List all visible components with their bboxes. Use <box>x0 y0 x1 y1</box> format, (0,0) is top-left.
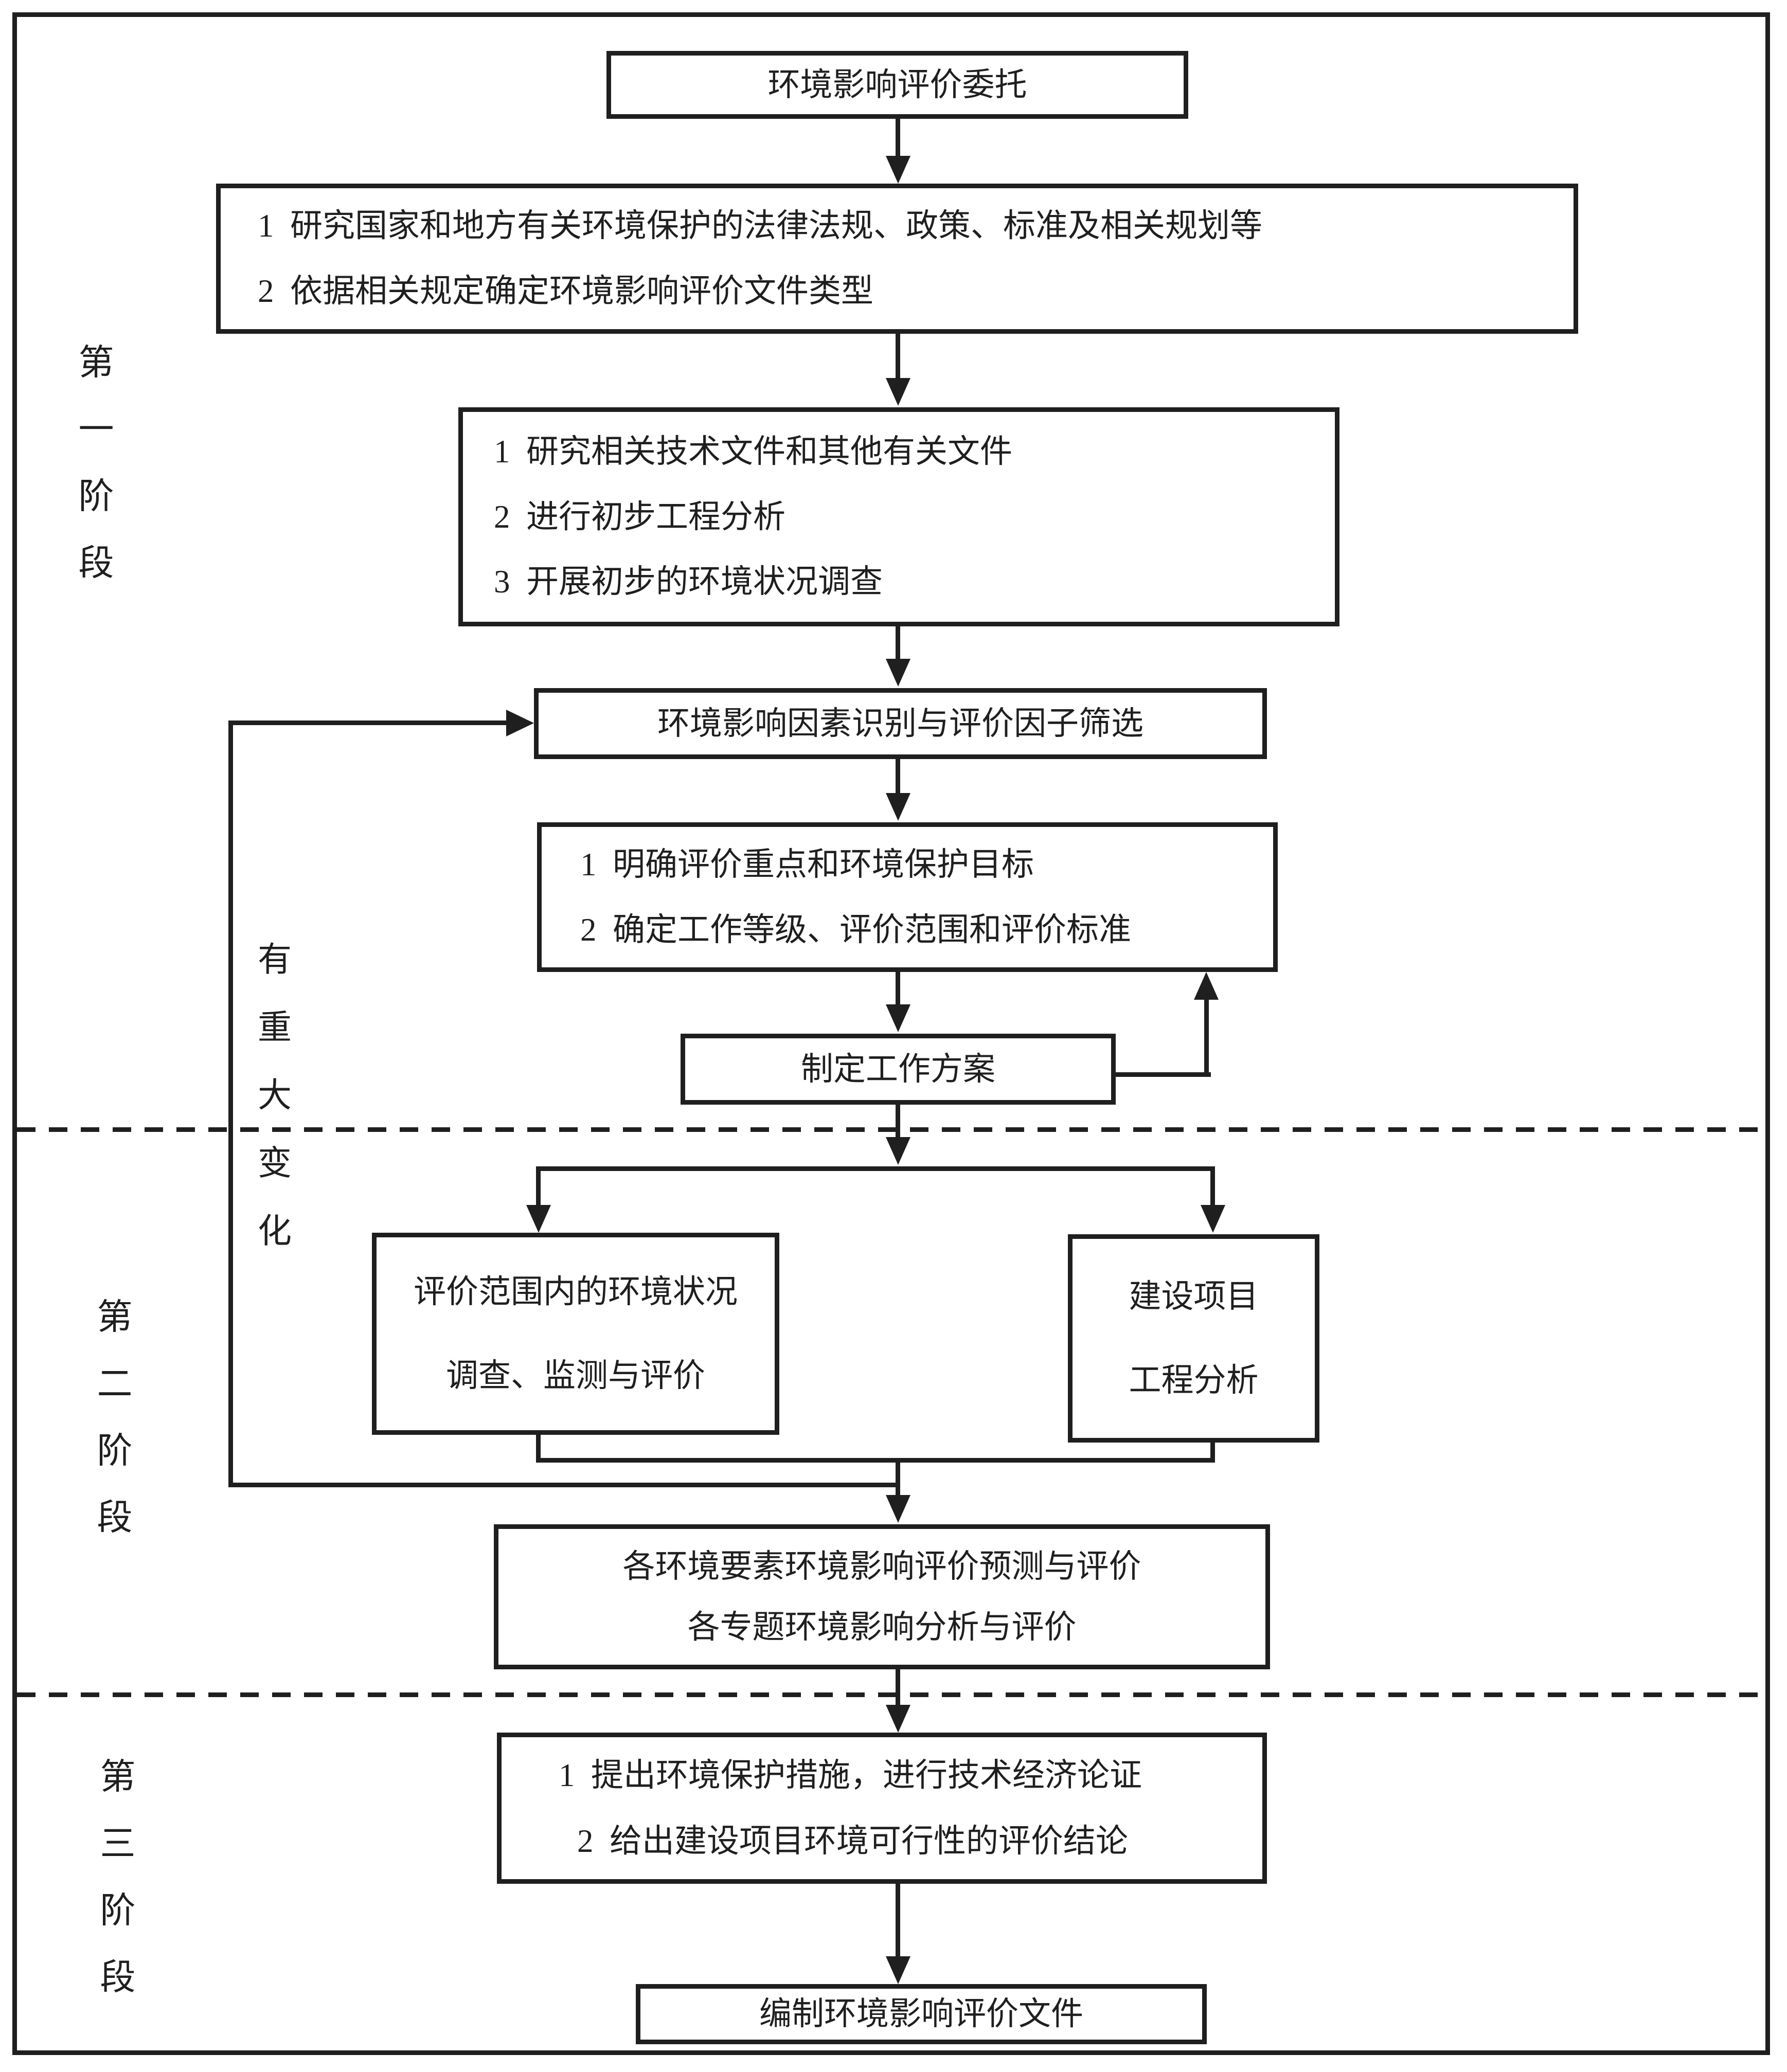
box-measures: 1 提出环境保护措施，进行技术经济论证 2 给出建设项目环境可行性的评价结论 <box>497 1733 1267 1884</box>
arrow-laws-to-research <box>896 334 900 378</box>
stage-label-2-char: 二 <box>97 1364 133 1403</box>
stage-label-3: 第 三 阶 段 <box>90 1740 146 2007</box>
arrowhead-feedback-to-screening <box>506 710 534 736</box>
arrow-split-to-survey <box>536 1166 541 1205</box>
stage-label-2-char: 第 <box>97 1298 133 1337</box>
feedback-label-char: 大 <box>258 1077 292 1114</box>
line-survey-down <box>536 1435 541 1458</box>
arrowhead-commission-to-laws <box>886 156 910 184</box>
box-predict: 各环境要素环境影响评价预测与评价 各专题环境影响分析与评价 <box>494 1524 1270 1669</box>
feedback-loop-label: 有 重 大 变 化 <box>247 923 302 1262</box>
arrow-focus-to-plan <box>896 972 900 1004</box>
box-research-line: 2 进行初步工程分析 <box>494 498 785 535</box>
box-survey-line: 评价范围内的环境状况 <box>414 1273 738 1310</box>
arrowhead-screening-to-focus <box>886 793 910 821</box>
stage-label-1-char: 一 <box>78 410 114 449</box>
arrow-commission-to-laws <box>896 119 900 156</box>
arrowhead-merge-to-predict <box>886 1495 910 1523</box>
stage-label-1-char: 段 <box>78 544 114 583</box>
feedback-label-char: 化 <box>258 1213 292 1250</box>
box-laws-line: 2 依据相关规定确定环境影响评价文件类型 <box>258 273 873 310</box>
merge-bar <box>536 1458 1215 1463</box>
box-screening-text: 环境影响因素识别与评价因子筛选 <box>657 705 1143 742</box>
line-project-down <box>1210 1443 1215 1458</box>
feedback-label-char: 变 <box>258 1145 292 1182</box>
box-screening: 环境影响因素识别与评价因子筛选 <box>534 688 1267 759</box>
box-focus: 1 明确评价重点和环境保护目标 2 确定工作等级、评价范围和评价标准 <box>537 822 1278 972</box>
arrowhead-measures-to-compile <box>886 1956 910 1984</box>
box-measures-line: 1 提出环境保护措施，进行技术经济论证 <box>559 1757 1142 1793</box>
feedback-vertical-line <box>228 720 233 1487</box>
box-project: 建设项目 工程分析 <box>1068 1234 1319 1443</box>
box-research-line: 3 开展初步的环境状况调查 <box>494 564 883 600</box>
stage-label-3-char: 阶 <box>100 1891 136 1930</box>
box-survey: 评价范围内的环境状况 调查、监测与评价 <box>372 1233 779 1435</box>
arrow-screening-to-focus <box>896 759 900 793</box>
box-focus-line: 1 明确评价重点和环境保护目标 <box>580 846 1034 883</box>
stage-label-3-char: 第 <box>100 1757 136 1796</box>
box-measures-line: 2 给出建设项目环境可行性的评价结论 <box>577 1823 1128 1859</box>
stage-label-2: 第 二 阶 段 <box>86 1280 143 1547</box>
box-commission-text: 环境影响评价委托 <box>767 66 1027 103</box>
arrow-research-to-screening <box>896 626 900 659</box>
box-plan: 制定工作方案 <box>681 1034 1116 1105</box>
box-predict-line: 各环境要素环境影响评价预测与评价 <box>622 1548 1141 1584</box>
feedback-label-char: 有 <box>258 941 292 979</box>
arrowhead-predict-to-measures <box>886 1705 910 1733</box>
split-bar <box>536 1166 1215 1171</box>
arrowhead-laws-to-research <box>886 378 910 406</box>
arrowhead-split-to-project <box>1201 1205 1225 1233</box>
arrow-measures-to-compile <box>896 1884 900 1956</box>
box-research-line: 1 研究相关技术文件和其他有关文件 <box>494 434 1012 470</box>
stage-divider-2 <box>17 1692 1770 1697</box>
box-focus-line: 2 确定工作等级、评价范围和评价标准 <box>580 911 1131 948</box>
feedback-label-char: 重 <box>258 1009 292 1047</box>
arrowhead-research-to-screening <box>886 659 910 687</box>
arrowhead-split-to-survey <box>526 1205 551 1233</box>
box-plan-text: 制定工作方案 <box>801 1051 995 1087</box>
box-laws-line: 1 研究国家和地方有关环境保护的法律法规、政策、标准及相关规划等 <box>258 208 1262 244</box>
stage-label-3-char: 段 <box>100 1958 136 1997</box>
stage-label-3-char: 三 <box>100 1824 136 1863</box>
arrow-plan-to-split <box>896 1105 900 1137</box>
box-project-line: 建设项目 <box>1129 1278 1259 1314</box>
arrowhead-focus-to-plan <box>886 1004 910 1032</box>
box-compile-text: 编制环境影响评价文件 <box>759 1996 1083 2032</box>
arrow-split-to-project <box>1210 1166 1215 1205</box>
box-commission: 环境影响评价委托 <box>606 51 1188 119</box>
arrow-predict-to-measures <box>896 1669 900 1705</box>
box-predict-line: 各专题环境影响分析与评价 <box>687 1609 1077 1645</box>
box-research: 1 研究相关技术文件和其他有关文件 2 进行初步工程分析 3 开展初步的环境状况… <box>458 407 1339 626</box>
arrowhead-plan-to-split <box>886 1137 910 1165</box>
stage-label-2-char: 段 <box>97 1498 133 1537</box>
stage-label-1-char: 第 <box>78 343 114 382</box>
stage-label-1-char: 阶 <box>78 477 114 516</box>
box-survey-line: 调查、监测与评价 <box>446 1358 705 1394</box>
feedback-branch-line <box>228 1483 900 1487</box>
box-project-line: 工程分析 <box>1129 1362 1259 1399</box>
box-laws: 1 研究国家和地方有关环境保护的法律法规、政策、标准及相关规划等 2 依据相关规… <box>216 184 1578 334</box>
arrow-merge-to-predict <box>896 1458 900 1495</box>
stage-label-1: 第 一 阶 段 <box>68 326 124 593</box>
stage-divider-1 <box>17 1127 1770 1132</box>
stage-label-2-char: 阶 <box>97 1431 133 1470</box>
outer-border <box>12 12 1770 2055</box>
plan-loop-horizontal <box>1116 1072 1211 1077</box>
arrowhead-plan-loop-to-focus <box>1194 972 1219 1000</box>
box-compile: 编制环境影响评价文件 <box>636 1984 1207 2044</box>
plan-loop-vertical <box>1204 1000 1209 1077</box>
feedback-return-line <box>228 720 506 725</box>
